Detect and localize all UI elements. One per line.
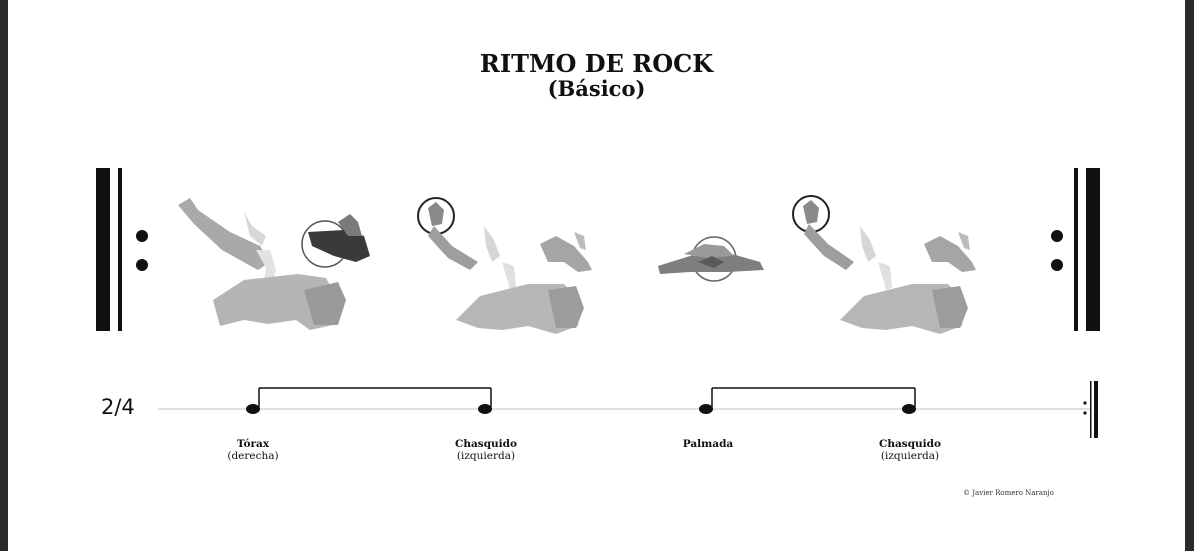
sheet-page: RITMO DE ROCK (Básico) [8,0,1185,551]
figure-chasquido-1 [417,197,592,334]
beat-label-chasquido-1: Chasquido (izquierda) [406,438,566,462]
beat-detail: (izquierda) [456,450,516,462]
page-subtitle: (Básico) [547,76,646,101]
author-credit: © Javier Romero Naranjo [963,489,1054,497]
beat-name: Chasquido [878,438,941,450]
note-palmada [699,404,713,414]
beam-group-1 [246,387,492,414]
repeat-start-sign [96,168,148,331]
beat-detail: (derecha) [227,450,279,462]
beat-label-chasquido-2: Chasquido (izquierda) [830,438,990,462]
note-torax [246,404,260,414]
note-chasquido-1 [478,404,492,414]
note-chasquido-2 [902,404,916,414]
beat-name: Tórax [236,438,270,450]
repeat-end-sign [1051,168,1100,331]
figure-chasquido-2 [792,195,976,334]
beat-detail: (izquierda) [880,450,940,462]
beat-name: Chasquido [454,438,517,450]
staff-repeat-end [1083,381,1098,438]
figure-palmada [658,236,764,282]
page-title: RITMO DE ROCK [479,49,714,78]
time-signature: 2/4 [101,395,135,419]
beat-label-palmada: Palmada [628,438,788,450]
beat-name: Palmada [682,438,734,450]
beat-label-torax: Tórax (derecha) [173,438,333,462]
beam-group-2 [699,387,916,414]
rhythm-illustration [96,168,1100,438]
figure-torax [178,198,370,330]
